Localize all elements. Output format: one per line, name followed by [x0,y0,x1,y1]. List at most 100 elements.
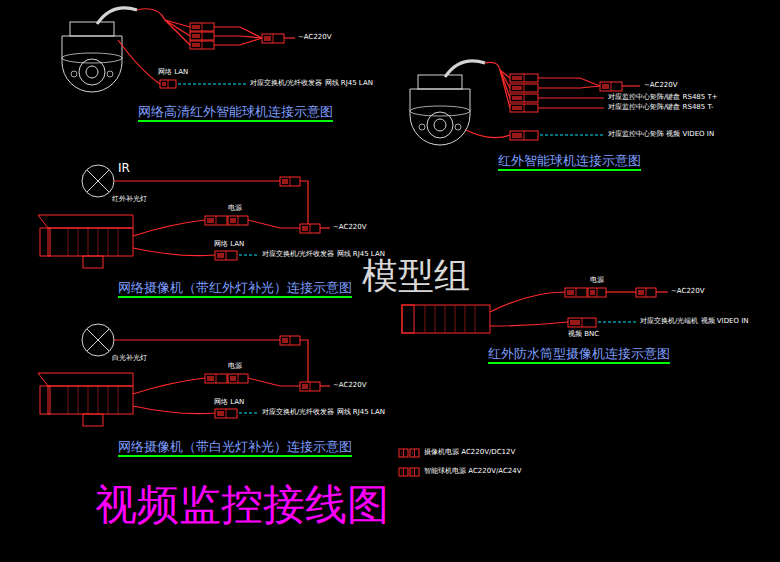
wire-label: 电源 [590,277,604,285]
body-rib [435,305,436,333]
dome-ring [410,106,470,116]
signal-cable [239,412,258,413]
legend-entry: 摄像机电源 AC220V/DC12V [398,448,515,458]
power-wire [538,97,604,98]
camera-body [402,305,490,333]
wire-label: 电源 [228,363,242,371]
connector-pin [412,470,414,474]
dome-lens-inner [86,66,98,78]
connector-divider [310,224,311,233]
body-rib [455,305,456,333]
connector-plug [215,409,237,418]
wire-label: 对应监控中心矩阵 视频 VIDEO IN [608,131,714,139]
figure-caption: 网络高清红外智能球机连接示意图 [138,105,333,122]
power-wire [133,378,205,394]
connector-pin [590,290,595,295]
connector-pin [192,34,200,38]
power-wire [538,78,600,86]
connector-pin [512,106,522,110]
power-wire [214,36,262,38]
power-wire [500,70,510,108]
power-wire [300,340,308,382]
connector-pin [230,218,236,223]
connector-divider [238,374,239,383]
power-wire [622,85,640,86]
connector-pin [282,179,288,184]
legend-plug-symbol [398,448,420,458]
camera-body [48,228,133,256]
body-rib [118,228,119,256]
camera-bracket [83,256,103,268]
connector-plug [636,288,656,297]
body-rib [445,305,446,333]
connector-plug [280,336,300,345]
wire-label: ~AC220V [644,82,678,90]
signal-cable [178,83,246,84]
connector-divider [202,32,203,40]
power-wire [300,181,308,224]
dome-lens [427,112,453,138]
signal-cable [598,321,636,322]
power-wire [133,220,205,236]
connector-plug [190,41,214,49]
connector-divider [414,468,415,476]
connector-plug [160,80,176,88]
connector-divider [273,34,274,43]
wire-label: IR [118,162,130,175]
body-rib [108,228,109,256]
power-wire [320,385,330,386]
connector-plug [510,131,538,140]
wire-label: 网络 LAN [214,399,244,407]
figure-caption: 红外智能球机连接示意图 [498,154,641,171]
connector-pin [217,411,224,416]
connector-plug [300,382,320,391]
dome-ring [62,53,122,63]
connector-plug [300,224,320,233]
connector-pin [638,290,644,295]
power-wire [490,322,568,326]
sun-shade [38,373,133,386]
connector-pin [192,43,200,47]
dome-cap [418,75,462,89]
connector-divider [216,216,217,225]
dome-lens-inner [434,119,446,131]
power-wire [656,291,668,292]
dome-cap [70,22,114,36]
connector-pin [207,376,214,381]
wire-label: 红外补光灯 [112,196,147,204]
connector-pin [282,338,288,343]
connector-pin [401,451,403,455]
connector-divider [646,288,647,297]
signal-cable [239,254,258,255]
connector-pin [512,96,522,100]
wire-label: 对应交换机/光纤收发器 网线 RJ45 LAN [250,80,373,88]
connector-pin [217,253,224,258]
power-wire [214,38,262,45]
dome-housing [410,89,470,145]
power-wire [284,37,295,38]
connector-divider [238,216,239,225]
power-wire [137,9,165,20]
wire-label: 对应监控中心矩阵/键盘 RS485 T+ [608,94,718,102]
connector-plug [410,449,419,457]
connector-plug [280,177,300,186]
power-wire [165,20,190,45]
connector-pin [302,226,308,231]
connector-divider [290,336,291,345]
connector-plug [228,374,248,383]
connector-pin [512,86,522,90]
watermark: 模型组 [362,256,470,296]
connector-divider [403,449,404,457]
connector-plug [205,374,227,383]
wire-label: 对应监控中心矩阵/键盘 RS485 T- [608,104,714,112]
wire-label: ~AC220V [671,288,705,296]
connector-divider [310,382,311,391]
connector-plug [399,449,408,457]
camera-front [40,386,50,414]
connector-plug [190,23,214,31]
connector-pin [401,470,403,474]
connector-plug [600,82,622,91]
ir-led [107,71,113,77]
